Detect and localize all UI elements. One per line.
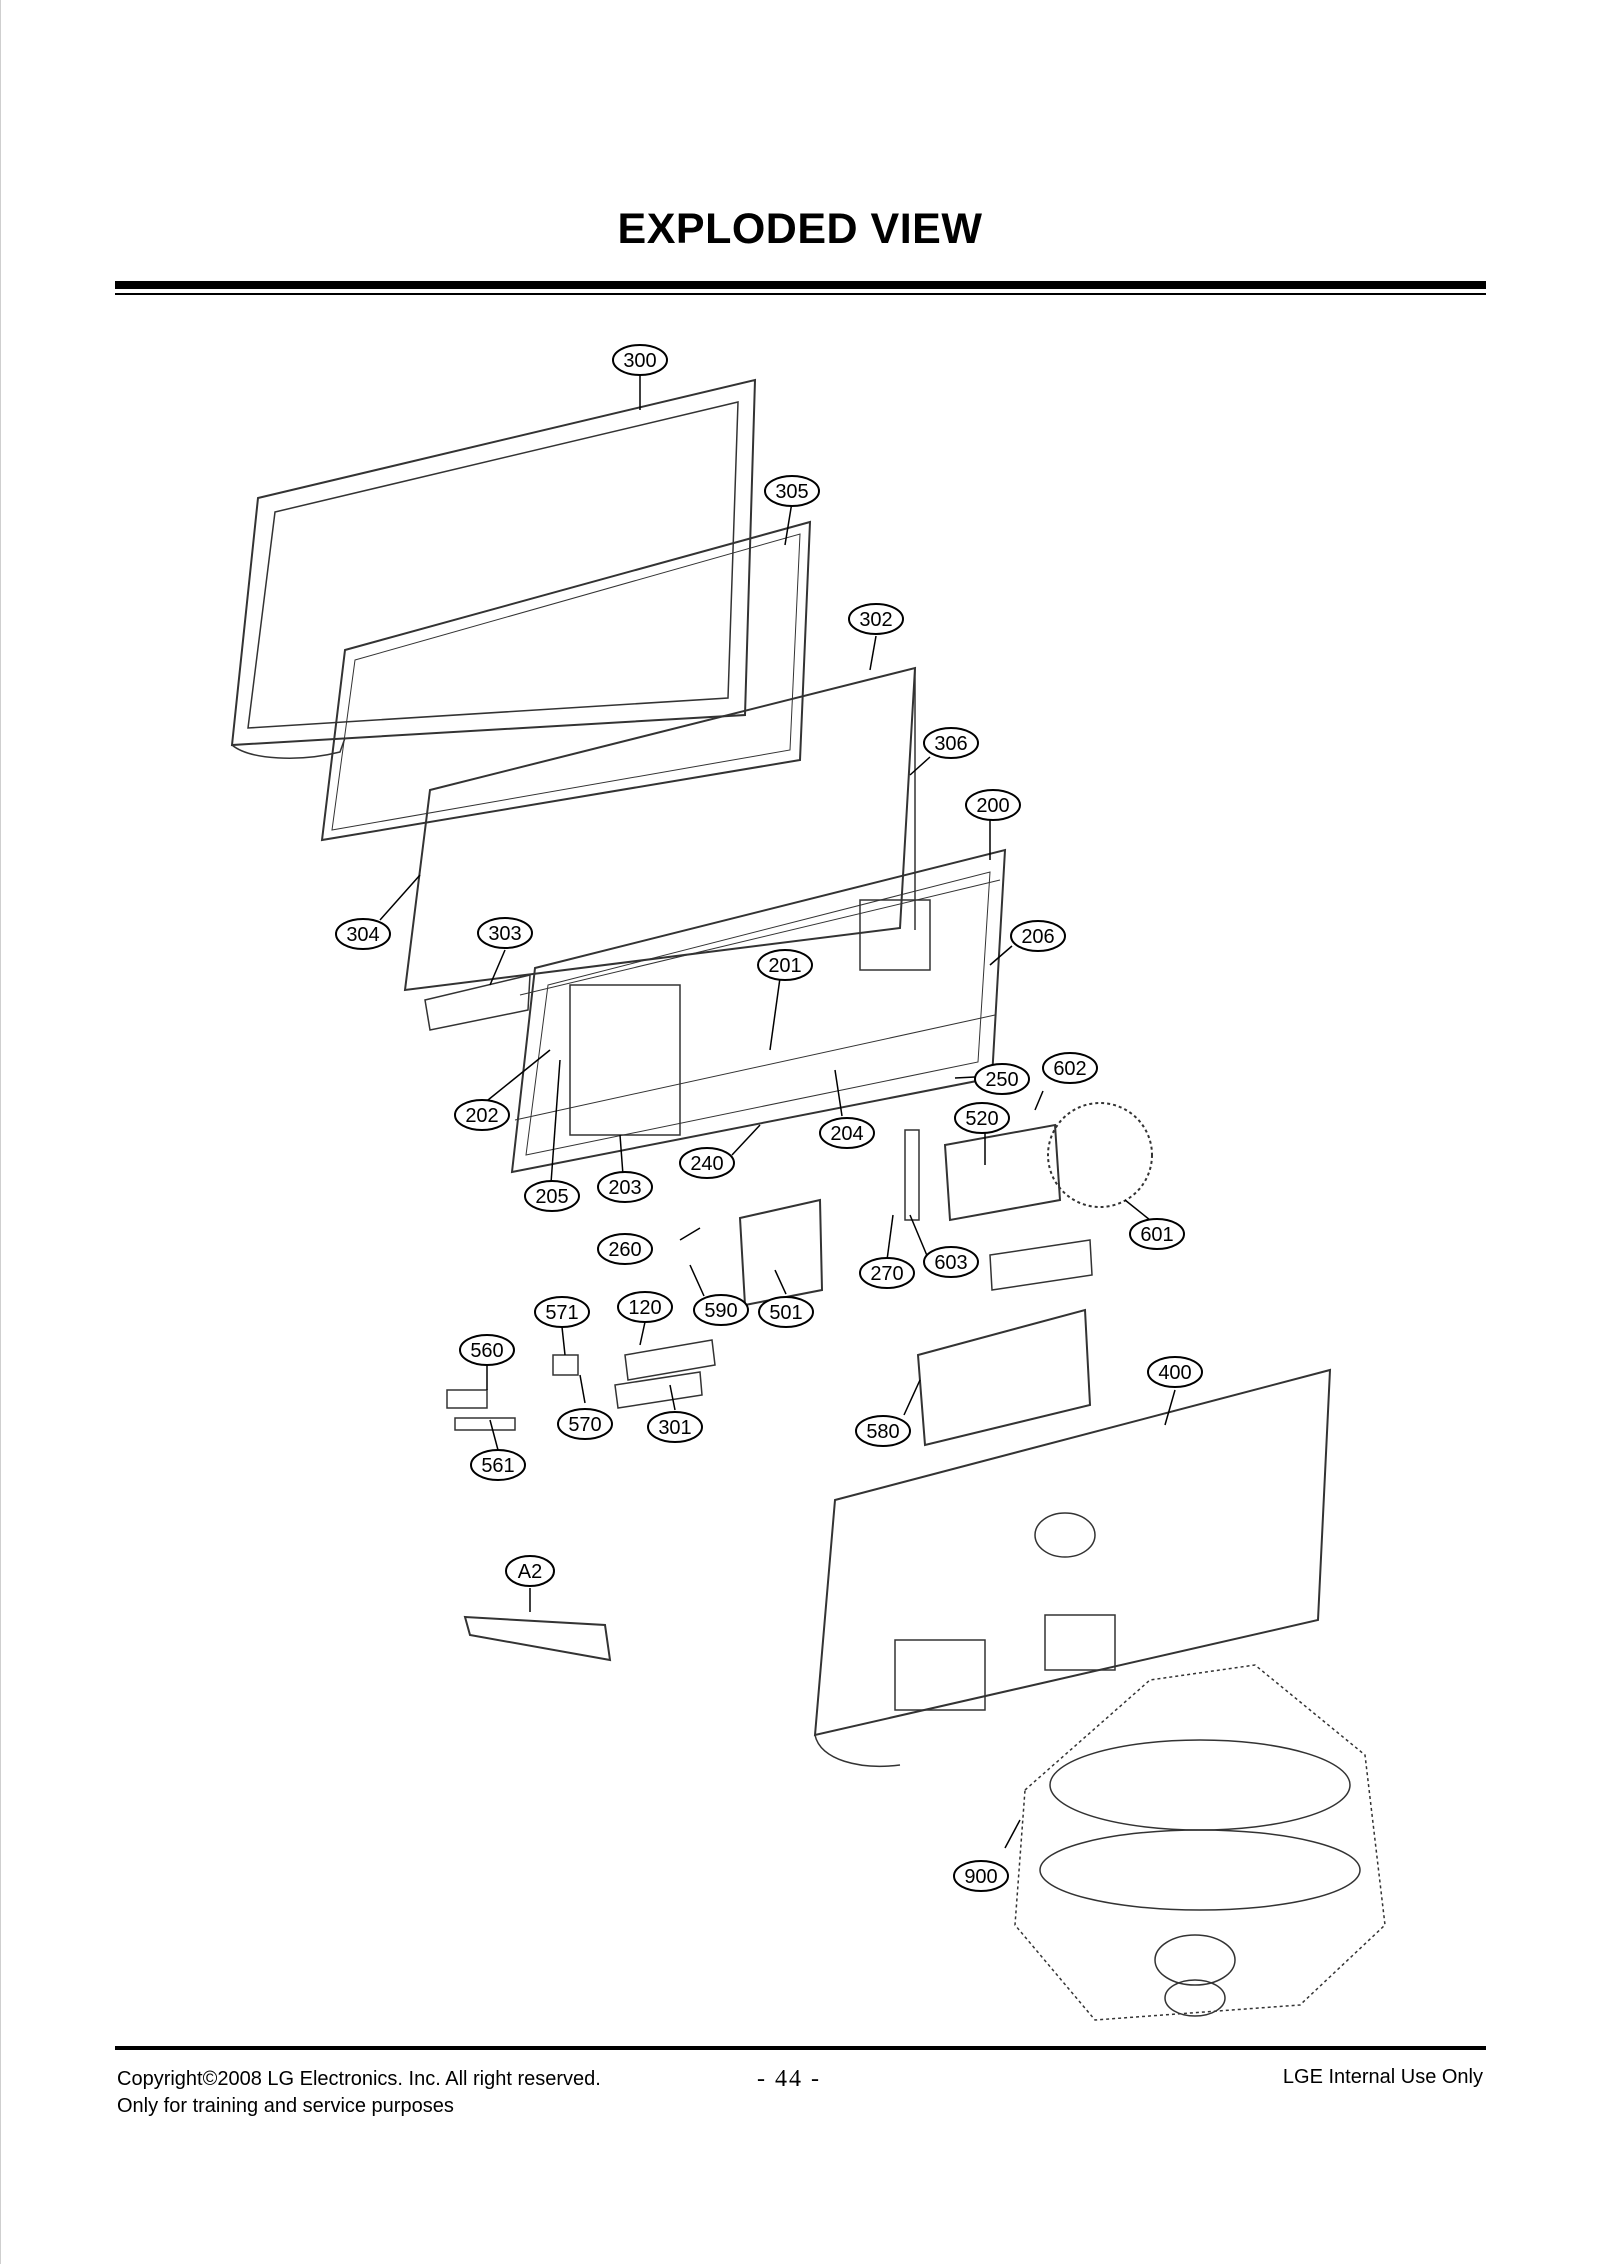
remote-drawing [463,1615,612,1662]
page-edge [0,0,1,2264]
callout-590: 590 [704,1300,737,1322]
footer-purpose: Only for training and service purposes [117,2095,454,2117]
back-cover-drawing [813,1368,1332,1767]
callout-203: 203 [608,1177,641,1199]
callout-270: 270 [870,1263,903,1285]
callout-240: 240 [690,1153,723,1175]
page-title: EXPLODED VIEW [617,205,983,253]
callout-204: 204 [830,1123,863,1145]
callout-400: 400 [1158,1362,1191,1384]
callout-200: 200 [976,795,1009,817]
callout-304: 304 [346,924,379,946]
callout-300: 300 [623,350,656,372]
callout-306: 306 [934,733,967,755]
callout-900: 900 [964,1866,997,1888]
callout-205: 205 [535,1186,568,1208]
callout-602: 602 [1053,1058,1086,1080]
callout-A2: A2 [518,1561,542,1583]
callout-305: 305 [775,481,808,503]
detail-circle-drawing [1047,1102,1153,1208]
callout-206: 206 [1021,926,1054,948]
callout-501: 501 [769,1302,802,1324]
callout-560: 560 [470,1340,503,1362]
callout-603: 603 [934,1252,967,1274]
title-rule-thin [115,293,1486,295]
front-bezel-drawing [230,378,757,759]
footer-classification: LGE Internal Use Only [1282,2066,1483,2088]
bracket-drawing [738,1198,824,1307]
callout-580: 580 [866,1421,899,1443]
footer-page-number: - 44 - [757,2066,821,2092]
callout-301: 301 [658,1417,691,1439]
callout-571: 571 [545,1302,578,1324]
callout-570: 570 [568,1414,601,1436]
callout-302: 302 [859,609,892,631]
stand-drawing [1014,1664,1386,2021]
chassis-drawing [510,848,1007,1174]
frame-drawing [403,666,917,992]
callout-120: 120 [628,1297,661,1319]
title-rule-thick [115,281,1486,289]
callout-260: 260 [608,1239,641,1261]
panel-glass-drawing [320,520,812,842]
power-board-drawing [916,1308,1092,1447]
footer-left: Copyright©2008 LG Electronics. Inc. All … [117,2066,601,2120]
callout-303: 303 [488,923,521,945]
callout-601: 601 [1140,1224,1173,1246]
callout-202: 202 [465,1105,498,1127]
callout-520: 520 [965,1108,998,1130]
callout-250: 250 [985,1069,1018,1091]
main-board-drawing [943,1123,1062,1222]
callout-201: 201 [768,955,801,977]
callout-561: 561 [481,1455,514,1477]
footer-copyright: Copyright©2008 LG Electronics. Inc. All … [117,2068,601,2090]
footer-rule [115,2046,1486,2050]
